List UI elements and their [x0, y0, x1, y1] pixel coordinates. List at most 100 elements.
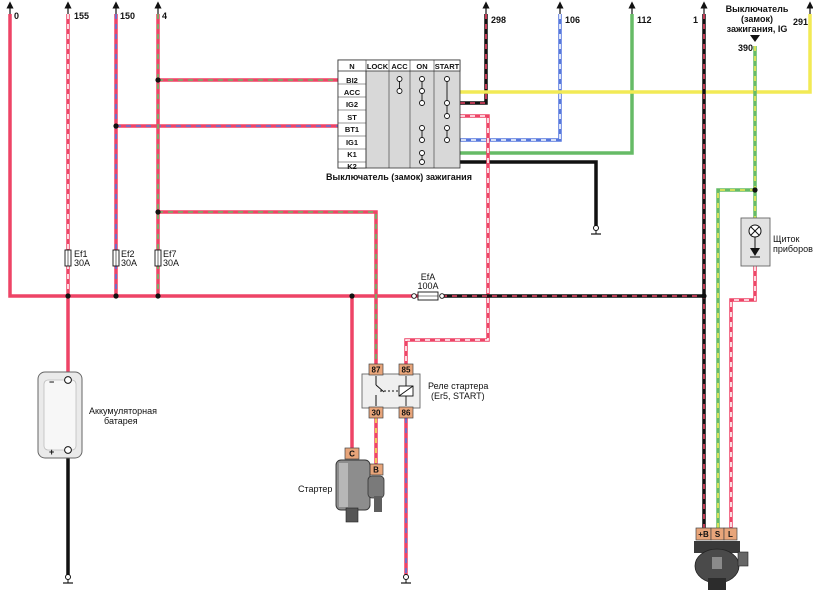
wire-291 — [460, 14, 812, 94]
wire-st — [404, 114, 490, 364]
ignition-ref-label: зажигания, IG — [727, 24, 788, 34]
generator-pin-label: L — [728, 530, 733, 539]
fuse-name: EfA — [421, 272, 436, 282]
switch-row-label: IG1 — [346, 138, 358, 147]
relay-pin-label: 85 — [402, 366, 411, 375]
starter-label: Стартер — [298, 484, 332, 494]
fuse-ef7: Ef7 30A — [154, 249, 179, 268]
relay-pin-label: 87 — [372, 366, 381, 375]
starter-relay: 87 85 30 86 Реле стартера (Er5, START) — [361, 363, 488, 419]
terminal-label: 4 — [162, 11, 167, 21]
battery-plus-icon: + — [49, 447, 54, 457]
starter-pin — [344, 447, 360, 460]
starter-motor-icon — [335, 459, 385, 523]
ground-k2 — [591, 225, 601, 235]
ground-relay — [401, 574, 411, 584]
switch-name-column — [337, 59, 367, 169]
junction — [752, 187, 758, 193]
ignition-ref-label: (замок) — [741, 14, 773, 24]
down-arrow-icon — [750, 35, 760, 42]
relay-label: (Er5, START) — [431, 391, 485, 401]
fuse-name: Ef2 — [121, 249, 135, 259]
relay-body — [361, 373, 421, 409]
relay-label: Реле стартера — [428, 381, 488, 391]
battery-label: батарея — [104, 416, 138, 426]
terminal-label: 1 — [693, 15, 698, 25]
battery-label: Аккумуляторная — [89, 406, 157, 416]
generator-pin — [723, 527, 738, 541]
fuse-name: Ef7 — [163, 249, 177, 259]
ignition-ref-label: Выключатель — [726, 4, 789, 14]
wire-298 — [460, 14, 488, 105]
instrument-panel: Щиток приборов — [740, 217, 813, 267]
ground-battery — [63, 574, 73, 584]
ground-icon — [403, 574, 409, 580]
switch-row-label: ACC — [344, 88, 361, 97]
junction — [155, 77, 161, 83]
relay-pin-label: 30 — [372, 409, 381, 418]
wire-0 — [8, 14, 418, 298]
ignition-switch: N LOCK ACC ON START BI2 ACC IG2 ST BT1 I… — [326, 59, 472, 182]
fuse-rating: 100A — [417, 281, 438, 291]
fuse-name: Ef1 — [74, 249, 88, 259]
switch-row-label: K2 — [347, 162, 357, 171]
fuse-rating: 30A — [121, 258, 137, 268]
relay-pin — [368, 406, 384, 419]
junction — [155, 209, 161, 215]
terminal-label: 0 — [14, 11, 19, 21]
switch-row-label: IG2 — [346, 100, 358, 109]
terminal-label: 291 — [793, 17, 808, 27]
wire-4 — [156, 14, 378, 364]
fuse-efa: EfA 100A — [411, 272, 445, 301]
switch-contacts — [396, 76, 450, 165]
starter-pin-label: B — [373, 466, 379, 475]
terminal-label: 150 — [120, 11, 135, 21]
switch-col-header: ACC — [391, 62, 408, 71]
starter-pin-label: C — [349, 450, 355, 459]
relay-pin — [398, 363, 414, 376]
fuse-ef1: Ef1 30A — [64, 249, 90, 268]
relay-pin-label: 86 — [402, 409, 411, 418]
switch-row-label: BI2 — [346, 76, 358, 85]
top-terminals: 0 155 150 4 298 106 112 1 291 — [6, 1, 813, 27]
ground-icon — [65, 574, 71, 580]
starter: C B Стартер — [298, 447, 385, 523]
fuse-ef2: Ef2 30A — [112, 249, 137, 268]
generator: +B S L — [694, 527, 749, 590]
junction — [113, 123, 119, 129]
switch-row-label: K1 — [347, 150, 357, 159]
junctions — [65, 77, 758, 299]
junction — [155, 293, 161, 299]
instrument-panel-label: Щиток — [773, 234, 799, 244]
wire-k2-ground — [460, 160, 598, 228]
wire-1 — [442, 14, 706, 528]
terminal-label: 155 — [74, 11, 89, 21]
switch-col-header: N — [349, 62, 354, 71]
switch-row-label: BT1 — [345, 125, 359, 134]
terminal-label: 112 — [637, 15, 652, 25]
wire-150 — [114, 14, 338, 296]
battery: − + Аккумуляторная батарея — [37, 371, 157, 459]
switch-col-header: START — [435, 62, 460, 71]
ignition-ig-reference: Выключатель (замок) зажигания, IG 390 — [726, 4, 789, 53]
ignition-ref-number: 390 — [738, 43, 753, 53]
fuse-rating: 30A — [163, 258, 179, 268]
terminal-label: 106 — [565, 15, 580, 25]
diode-icon — [750, 248, 760, 256]
wires — [8, 14, 812, 576]
junction — [113, 293, 119, 299]
switch-header-row — [337, 59, 461, 72]
terminal-label: 298 — [491, 15, 506, 25]
ground-icon — [593, 225, 599, 231]
fuse-rating: 30A — [74, 258, 90, 268]
wire-l — [729, 266, 757, 528]
switch-col-header: LOCK — [367, 62, 389, 71]
relay-pin — [398, 406, 414, 419]
battery-minus-icon: − — [49, 377, 54, 387]
switch-row-label: ST — [347, 113, 357, 122]
switch-col-header: ON — [416, 62, 427, 71]
generator-pin-label: S — [715, 530, 721, 539]
junction — [65, 293, 71, 299]
switch-caption: Выключатель (замок) зажигания — [326, 172, 472, 182]
